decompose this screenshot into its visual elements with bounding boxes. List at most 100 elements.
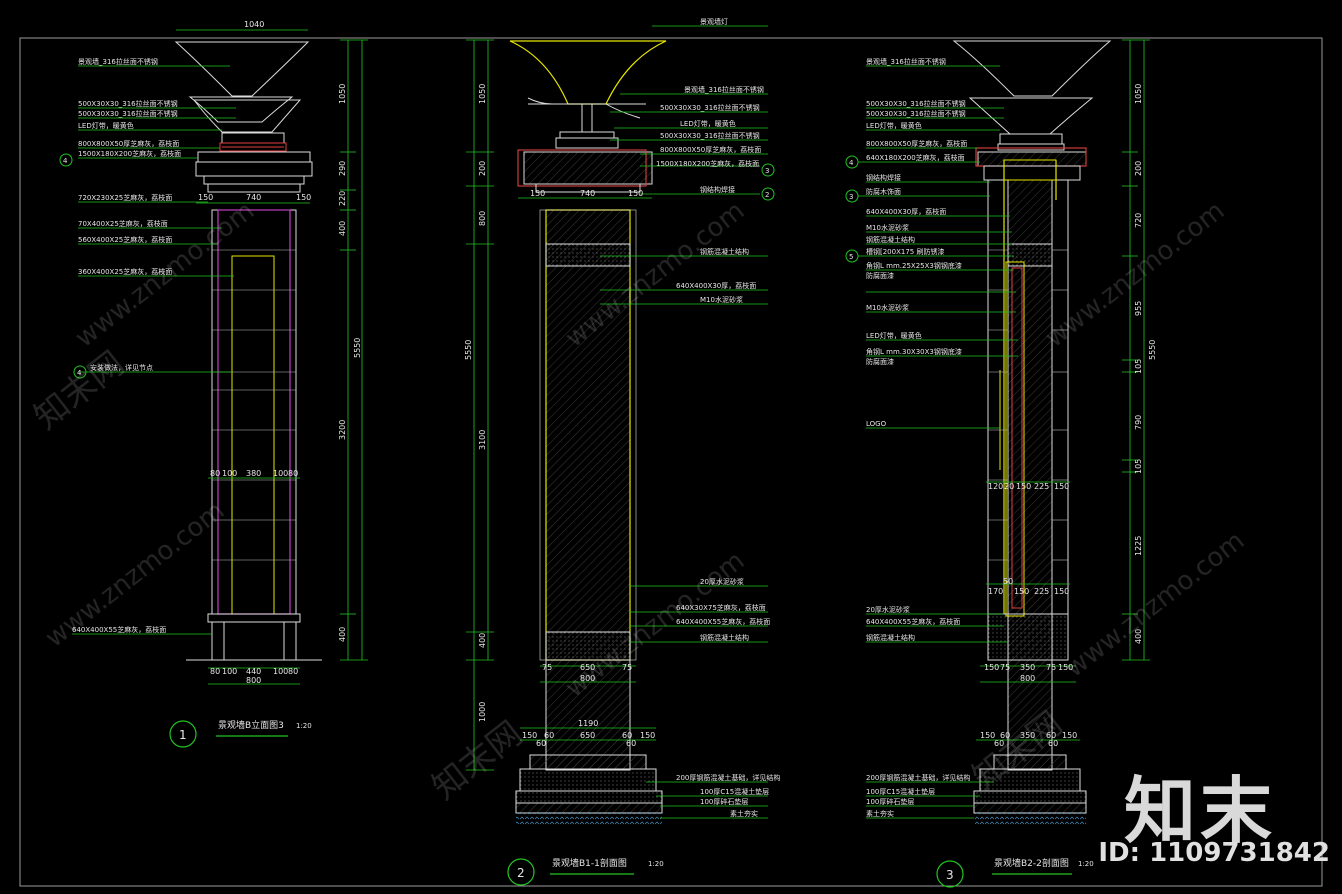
view-1-note: 560X400X25芝麻灰，荔枝面 (78, 235, 172, 244)
view-2-base-dim: 650 (580, 663, 595, 672)
view-1-mid-dim: 100 (273, 469, 288, 478)
view-2-base-dim: 75 (622, 663, 632, 672)
view-3-base-dim: 75 (1046, 663, 1056, 672)
view-1-note: 640X400X55芝麻灰，荔枝面 (72, 625, 166, 634)
view-2-footing-detail: 60 (544, 731, 554, 740)
view-2-footing-sub: 60 (536, 739, 546, 748)
view-2-number: 2 (517, 866, 525, 880)
view-1-note: 360X400X25芝麻灰，荔枝面 (78, 267, 172, 276)
view-2-footing-detail: 650 (580, 731, 595, 740)
view-2-note: 100厚C15混凝土垫层 (700, 787, 769, 796)
view-1-base-dim: 100 (273, 667, 288, 676)
view-1-base-dim: 440 (246, 667, 261, 676)
view-2-height-dim: 3100 (478, 430, 487, 450)
view-3-note: 防腐面漆 (866, 357, 894, 366)
view-1-height-dim: 220 (338, 191, 347, 206)
view-2-note: M10水泥砂浆 (700, 295, 743, 304)
view-2-note: 20厚水泥砂浆 (700, 577, 744, 586)
view-3-note: 角钢L mm.30X30X3钢钢底漆 (866, 347, 962, 356)
view-3-ref: 4 (849, 159, 854, 167)
view-3-height-dim: 1225 (1134, 536, 1143, 556)
view-1-note: 景观墙_316拉丝面不锈钢 (78, 57, 158, 66)
view-3-ref: 5 (849, 253, 853, 261)
view-2-note: 200厚钢筋混凝土基础，详见结构 (676, 773, 780, 782)
view-2-ref: 2 (765, 191, 769, 199)
view-1-width-dim: 150 (296, 193, 311, 202)
view-1-height-dim: 3200 (338, 420, 347, 440)
view-1-total-height: 5550 (353, 338, 362, 358)
view-1-scale: 1:20 (296, 722, 312, 730)
view-3-section: 4 3 5 120 20 150 225 150 50 170 150 225 … (845, 39, 1157, 888)
view-3-low-small: 50 (1003, 577, 1013, 586)
view-3-note: M10水泥砂浆 (866, 303, 909, 312)
brand-id: ID: 1109731842 (1098, 838, 1330, 868)
view-3-note: 素土夯实 (866, 809, 894, 818)
view-2-height-dim: 1000 (478, 702, 487, 722)
view-2-scale: 1:20 (648, 860, 664, 868)
view-3-mid-dim: 150 (1016, 482, 1031, 491)
view-2-height-dim: 400 (478, 633, 487, 648)
view-3-height-dim: 955 (1134, 301, 1143, 316)
view-1-mid-dim: 80 (288, 469, 298, 478)
view-3-base-dim: 350 (1020, 663, 1035, 672)
view-3-base-dim: 75 (1000, 663, 1010, 672)
view-1-ref-b: 4 (77, 369, 82, 377)
view-3-total-height: 5550 (1148, 340, 1157, 360)
view-1-height-dim: 1050 (338, 84, 347, 104)
view-2-height-dim: 1050 (478, 84, 487, 104)
view-2-width-dim: 150 (628, 189, 643, 198)
view-3-footing-sub: 60 (1048, 739, 1058, 748)
view-2-note: 500X30X30_316拉丝面不锈钢 (660, 103, 760, 112)
view-3-number: 3 (946, 868, 954, 882)
view-3-note: LED灯带，暖黄色 (866, 121, 922, 130)
view-3-note: 20厚水泥砂浆 (866, 605, 910, 614)
view-3-note: 防腐面漆 (866, 271, 894, 280)
view-1-ref-a: 4 (63, 157, 68, 165)
view-3-low-dim: 225 (1034, 587, 1049, 596)
view-3-low-dim: 170 (988, 587, 1003, 596)
view-2-note: 素土夯实 (730, 809, 758, 818)
view-2-note: LED灯带，暖黄色 (680, 119, 736, 128)
view-3-footing-detail: 350 (1020, 731, 1035, 740)
view-2-title: 景观墙B1-1剖面图 (552, 857, 627, 869)
view-3-base-dim: 150 (1058, 663, 1073, 672)
view-2-total-height: 5550 (464, 340, 473, 360)
view-3-note: 500X30X30_316拉丝面不锈钢 (866, 109, 966, 118)
view-2-footing-detail: 150 (640, 731, 655, 740)
view-2-section: 3 2 150 740 150 75 650 75 800 1190 150 6… (464, 17, 780, 886)
view-3-scale: 1:20 (1078, 860, 1094, 868)
view-3-height-dim: 105 (1134, 459, 1143, 474)
view-2-footing-sub: 60 (626, 739, 636, 748)
view-3-height-dim: 200 (1134, 161, 1143, 176)
view-3-note: 640X180X200芝麻灰，荔枝面 (866, 153, 965, 162)
view-3-footing-detail: 60 (1046, 731, 1056, 740)
view-1-mid-dim: 100 (222, 469, 237, 478)
view-3-height-dim: 1050 (1134, 84, 1143, 104)
view-3-note: 防腐木饰面 (866, 187, 901, 196)
view-2-base-dim: 75 (542, 663, 552, 672)
view-1-top-dim: 1040 (244, 20, 264, 29)
view-3-note: LOGO (866, 420, 887, 428)
view-1-height-dim: 400 (338, 221, 347, 236)
view-2-note: 钢筋混凝土结构 (700, 247, 749, 256)
view-1-note: 500X30X30_316拉丝面不锈钢 (78, 99, 178, 108)
view-1-width-dim: 740 (246, 193, 261, 202)
view-1-note: 720X230X25芝麻灰，荔枝面 (78, 193, 172, 202)
view-2-height-dim: 800 (478, 211, 487, 226)
view-2-footing-detail: 150 (522, 731, 537, 740)
view-2-note: 景观墙灯 (700, 17, 728, 26)
view-2-note: 钢筋混凝土结构 (700, 633, 749, 642)
view-1-width-dim: 150 (198, 193, 213, 202)
view-2-footing-detail: 60 (622, 731, 632, 740)
view-1-elevation: 4 4 1040 150 740 150 80 100 380 100 80 8… (59, 20, 368, 748)
view-3-mid-dim: 225 (1034, 482, 1049, 491)
view-3-mid-dim: 20 (1004, 482, 1014, 491)
view-3-note: 500X30X30_316拉丝面不锈钢 (866, 99, 966, 108)
view-3-note: 640X400X55芝麻灰，荔枝面 (866, 617, 960, 626)
view-1-mid-dim: 380 (246, 469, 261, 478)
view-3-footing-detail: 150 (980, 731, 995, 740)
view-1-note: 安装做法，详见节点 (90, 363, 153, 372)
view-2-note: 钢结构焊接 (700, 185, 735, 194)
